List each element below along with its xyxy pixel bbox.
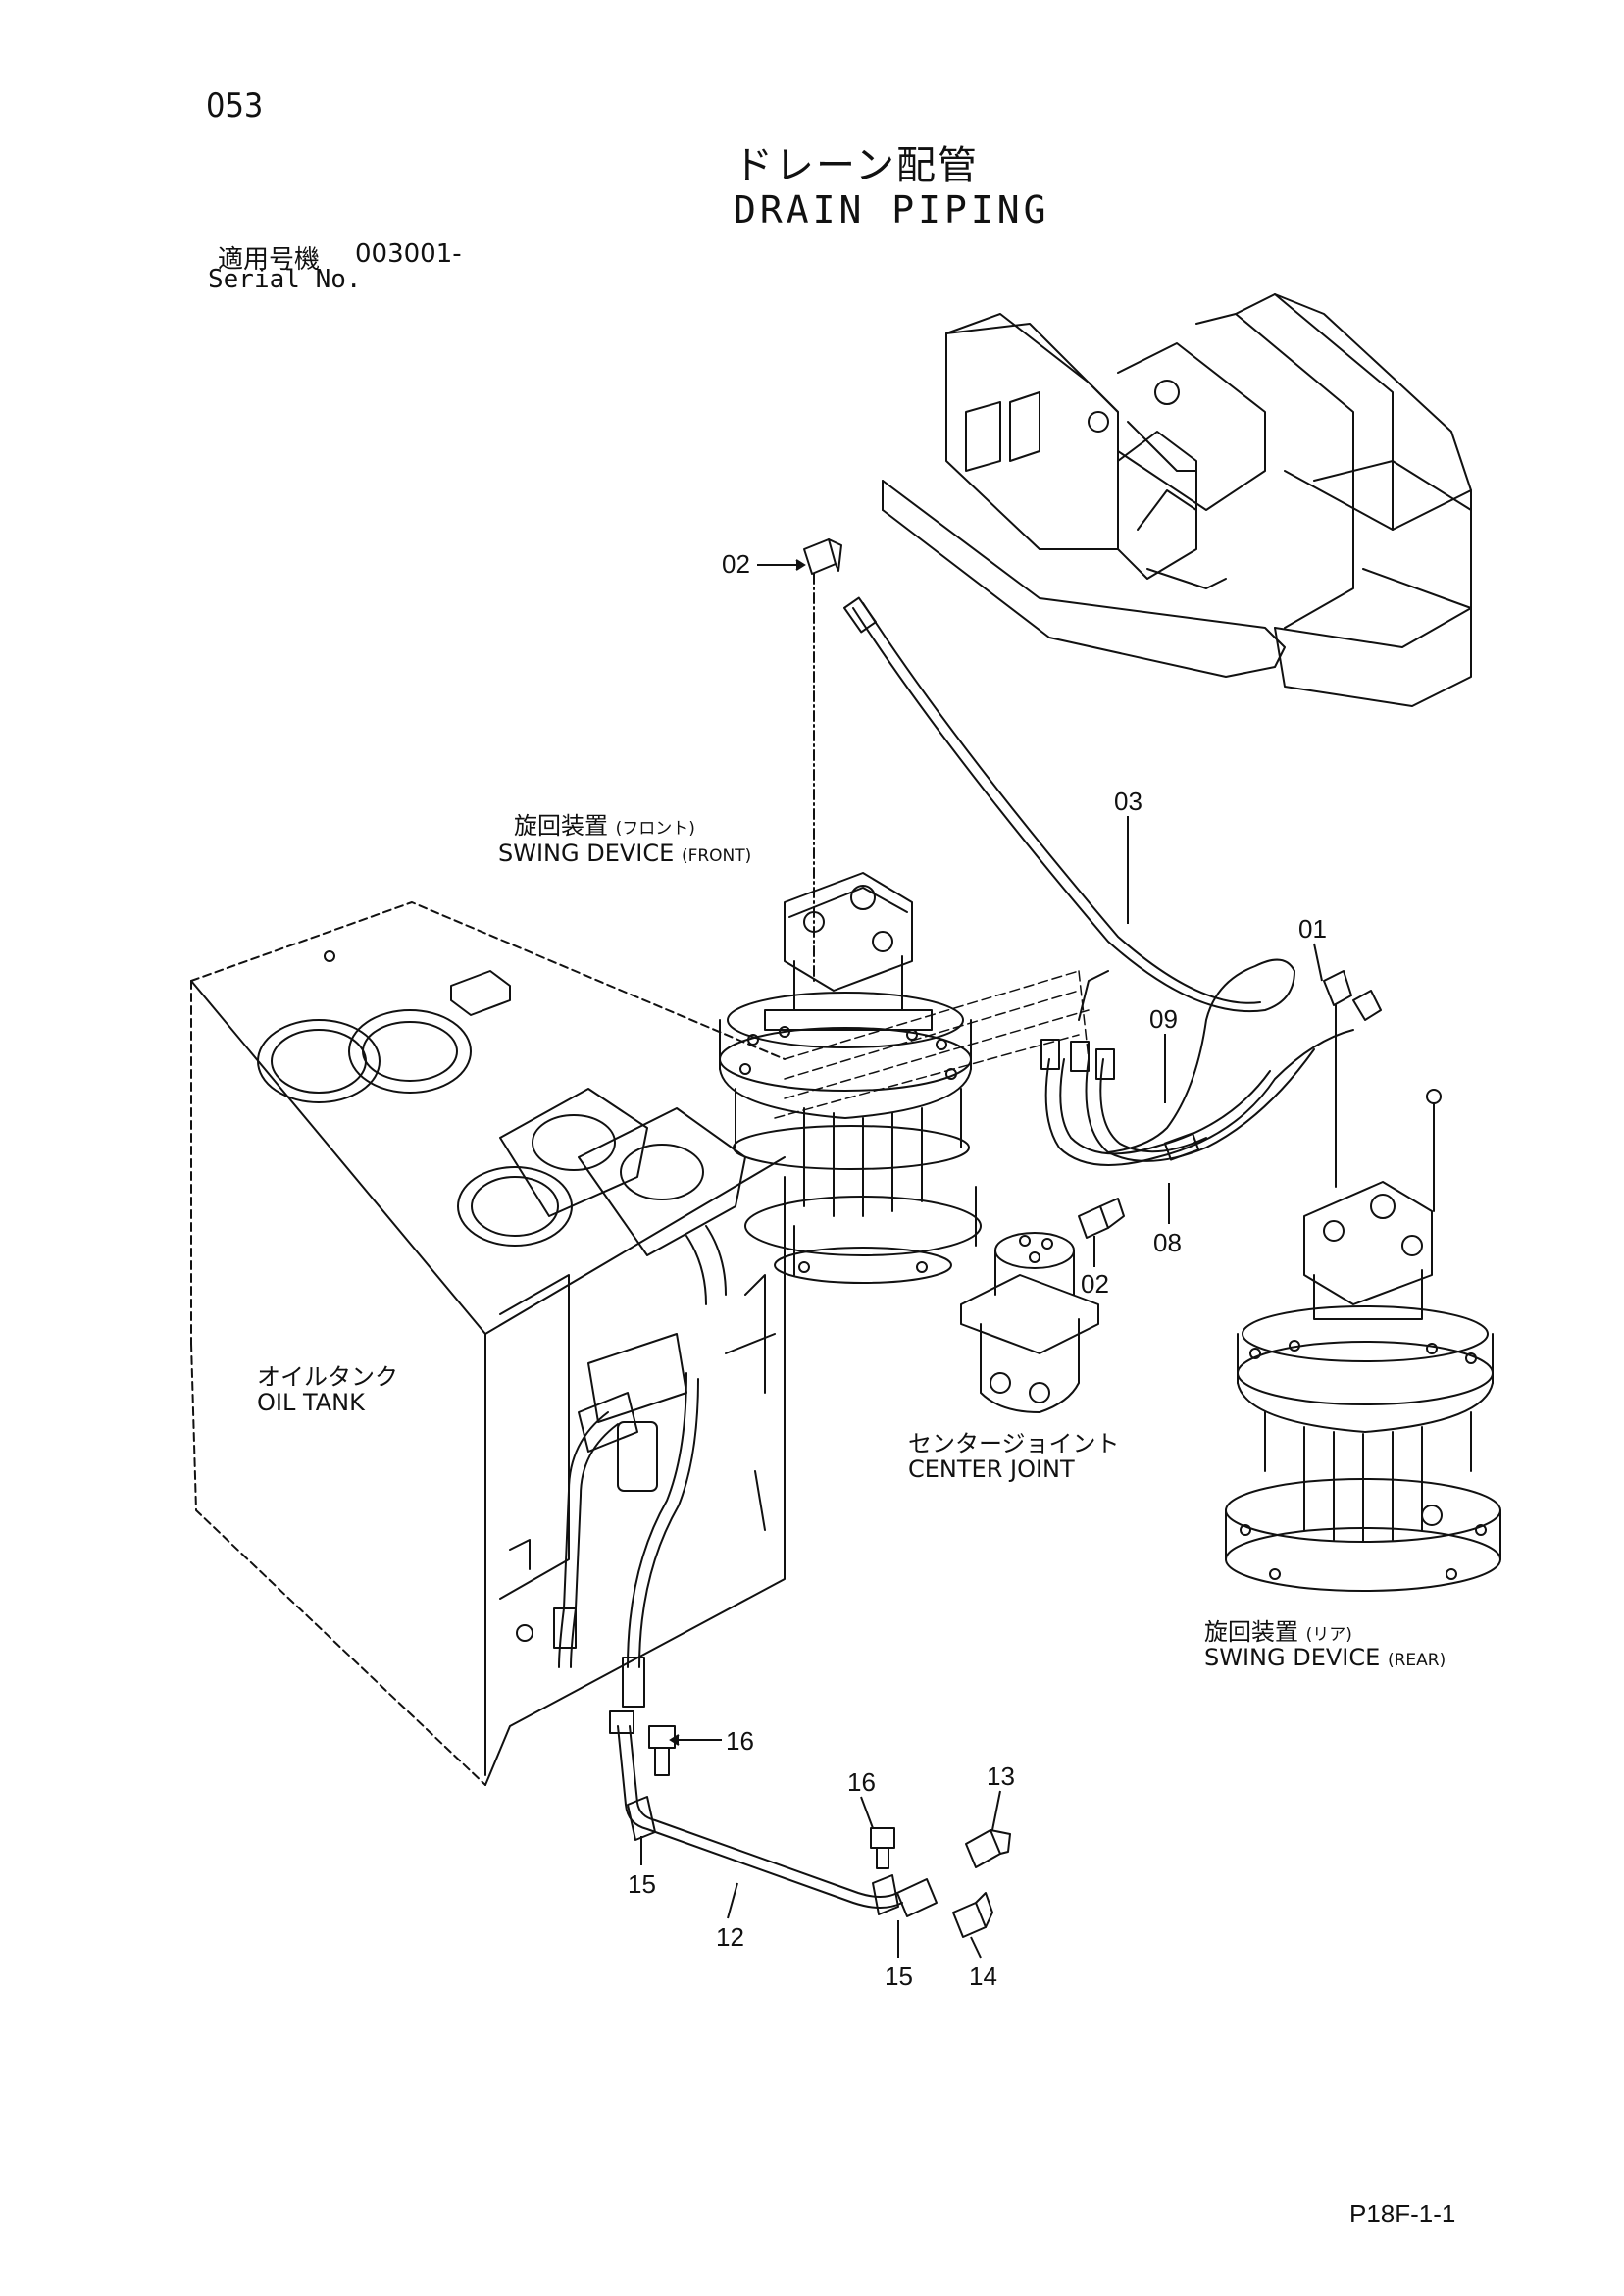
callout-08: 08 <box>1153 1228 1182 1257</box>
callout-01: 01 <box>1298 914 1327 944</box>
swing-rear-jp: 旋回装置 <box>1204 1618 1298 1646</box>
center-joint-label-jp: センタージョイント <box>908 1430 1120 1457</box>
swing-rear-label-en: SWING DEVICE (REAR) <box>1204 1644 1446 1671</box>
fitting-02-mid <box>1078 1198 1125 1239</box>
swing-rear-en: SWING DEVICE <box>1204 1644 1381 1671</box>
elbow-13 <box>965 1829 1011 1868</box>
footer-code: P18F-1-1 <box>1349 2199 1456 2228</box>
fitting-02-top <box>803 538 842 982</box>
bolt-16-a <box>648 1725 676 1776</box>
callout-15-b: 15 <box>885 1962 913 1991</box>
center-joint-label-en: CENTER JOINT <box>908 1455 1075 1483</box>
callout-14: 14 <box>969 1962 997 1991</box>
excavator-overview <box>882 293 1472 707</box>
swing-rear-en-sub: (REAR) <box>1387 1651 1446 1670</box>
swing-front-en-sub: (FRONT) <box>681 846 752 866</box>
callout-09: 09 <box>1149 1004 1178 1034</box>
callout-12: 12 <box>716 1922 744 1952</box>
fitting-01 <box>1323 970 1442 1212</box>
page-number: 053 <box>206 86 264 126</box>
oil-tank <box>190 901 786 1786</box>
center-joint <box>960 1232 1099 1413</box>
callout-02-top: 02 <box>722 549 750 579</box>
reference-lines <box>774 970 1090 1119</box>
leader-lines <box>640 559 1323 1959</box>
hoses-08-09 <box>1040 970 1354 1166</box>
oil-tank-label-jp: オイルタンク <box>257 1363 398 1391</box>
title-japanese: ドレーン配管 <box>734 143 979 188</box>
title-english: DRAIN PIPING <box>734 188 1050 231</box>
swing-device-front <box>719 872 982 1284</box>
swing-rear-label-jp: 旋回装置 (リア) <box>1204 1612 1352 1647</box>
callout-02-mid: 02 <box>1081 1269 1109 1299</box>
serial-label-jp: 適用号機 <box>218 245 321 275</box>
swing-front-label-jp: 旋回装置 (フロント) <box>514 806 695 841</box>
swing-front-label-en: SWING DEVICE (FRONT) <box>498 840 751 867</box>
callout-03: 03 <box>1114 787 1142 816</box>
bolt-16-b <box>870 1827 895 1869</box>
hose-03 <box>843 596 1295 1153</box>
callout-16-b: 16 <box>847 1767 876 1797</box>
swing-front-en: SWING DEVICE <box>498 840 675 867</box>
callout-13: 13 <box>987 1761 1015 1791</box>
serial-value: 003001- <box>355 239 462 269</box>
swing-front-jp: 旋回装置 <box>514 812 608 840</box>
drain-pipe-12 <box>609 1710 938 1917</box>
swing-device-rear <box>1225 1181 1501 1592</box>
serial-label-en: Serial No. <box>208 265 362 294</box>
swing-rear-jp-sub: (リア) <box>1305 1625 1352 1645</box>
tank-outlet-pipes <box>553 1372 699 1708</box>
swing-front-jp-sub: (フロント) <box>615 819 695 839</box>
oil-tank-label-en: OIL TANK <box>257 1389 365 1416</box>
callout-16-a: 16 <box>726 1726 754 1756</box>
elbow-14 <box>952 1892 993 1938</box>
callout-15-a: 15 <box>628 1869 656 1899</box>
